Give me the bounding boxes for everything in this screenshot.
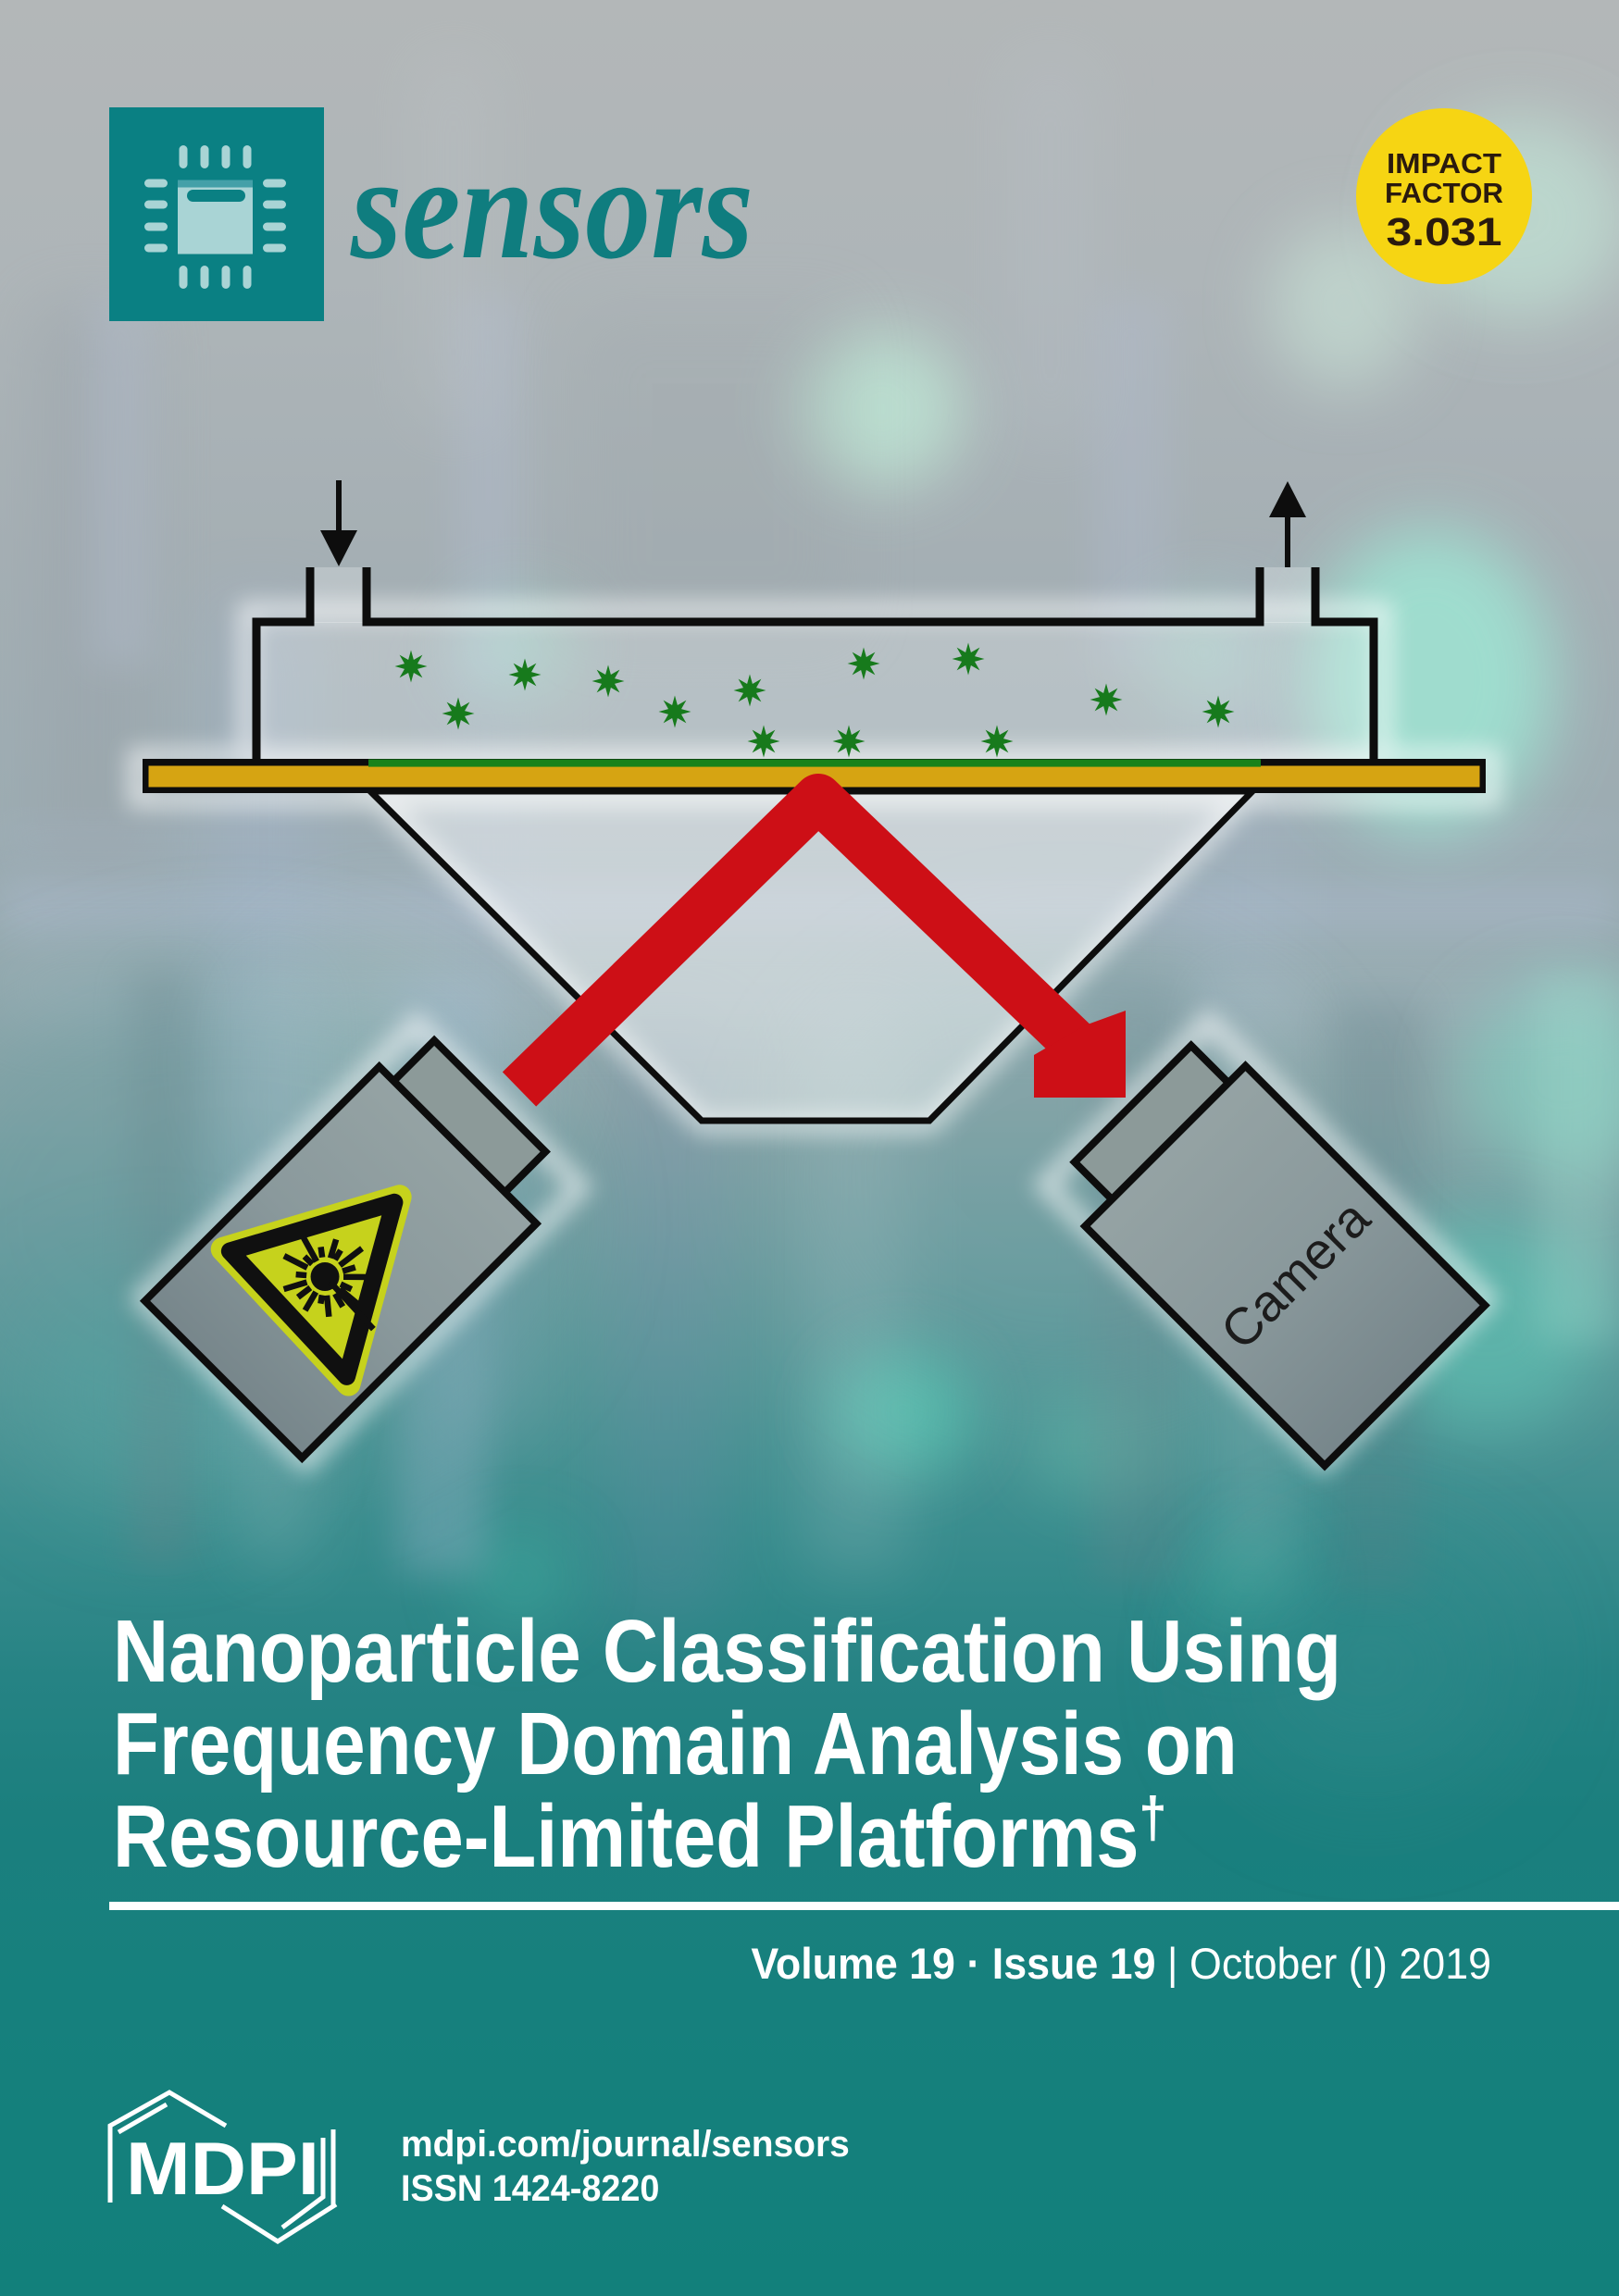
- svg-text:MDPI: MDPI: [126, 2128, 319, 2211]
- svg-text:FACTOR: FACTOR: [1385, 177, 1503, 209]
- svg-text:sensors: sensors: [350, 125, 753, 290]
- svg-text:3.031: 3.031: [1387, 210, 1502, 254]
- svg-text:Volume 19 · Issue 19 | October: Volume 19 · Issue 19 | October (I) 2019: [751, 1939, 1491, 1988]
- svg-text:ISSN 1424-8220: ISSN 1424-8220: [401, 2168, 659, 2209]
- svg-text:Nanoparticle Classification Us: Nanoparticle Classification Using: [113, 1603, 1341, 1702]
- svg-text:Resource-Limited Platforms†: Resource-Limited Platforms†: [113, 1786, 1166, 1886]
- svg-text:Frequency Domain Analysis on: Frequency Domain Analysis on: [113, 1694, 1238, 1793]
- svg-text:mdpi.com/journal/sensors: mdpi.com/journal/sensors: [401, 2124, 850, 2166]
- svg-text:IMPACT: IMPACT: [1387, 147, 1501, 180]
